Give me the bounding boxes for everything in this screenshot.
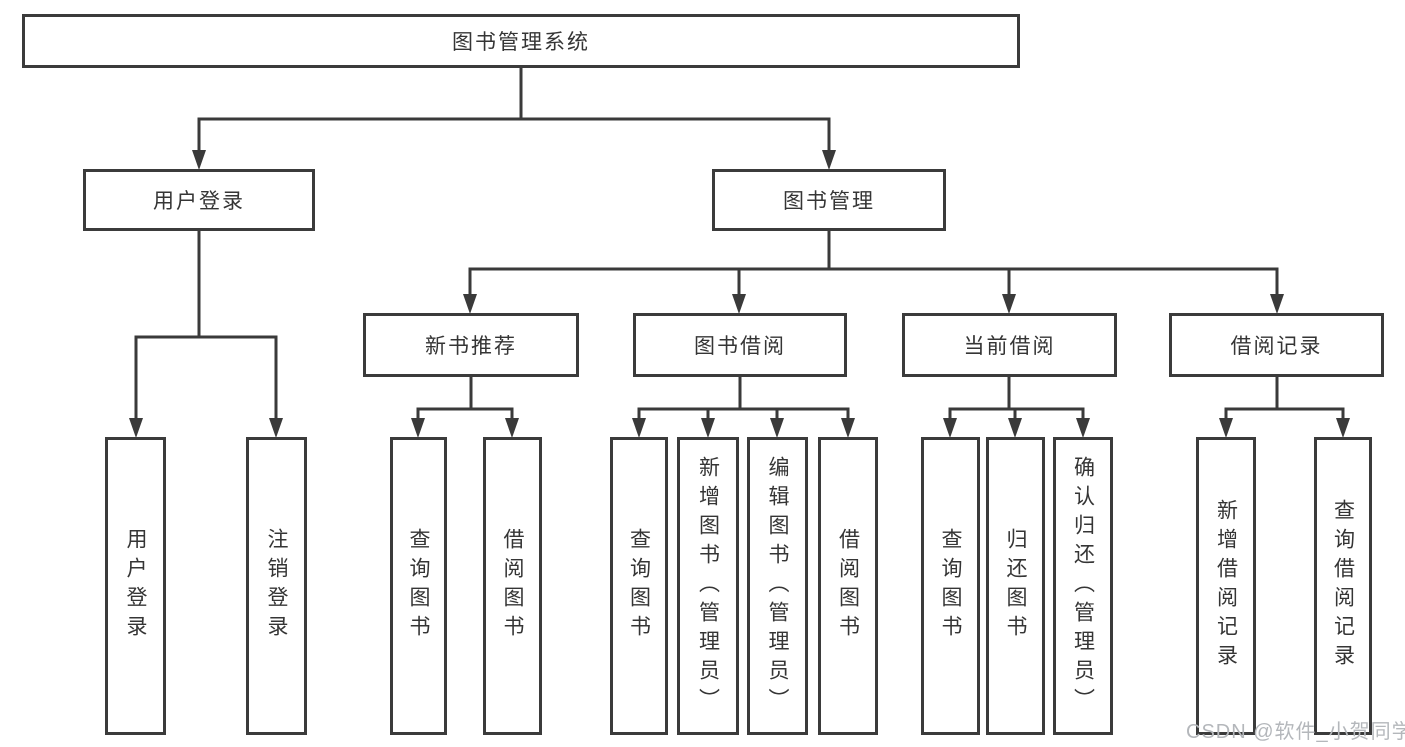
node-label: 当前借阅 bbox=[963, 335, 1056, 358]
node-label: 注销登录 bbox=[265, 528, 288, 644]
leaf-edit-books-admin: 编辑图书（管理员） bbox=[747, 437, 808, 735]
node-label: 用户登录 bbox=[153, 190, 245, 213]
node-label: 用户登录 bbox=[124, 528, 147, 644]
node-new-book-recommendation: 新书推荐 bbox=[363, 313, 579, 377]
node-label: 归还图书 bbox=[1004, 528, 1027, 644]
leaf-user-login: 用户登录 bbox=[105, 437, 166, 735]
node-label: 新书推荐 bbox=[425, 335, 517, 358]
node-book-management: 图书管理 bbox=[712, 169, 946, 231]
arrowhead-icon bbox=[411, 418, 425, 438]
node-label: 借阅图书 bbox=[836, 528, 860, 644]
node-label: 编辑图书（管理员） bbox=[766, 455, 789, 717]
leaf-query-books-recommend: 查询图书 bbox=[390, 437, 447, 735]
leaf-add-books-admin: 新增图书（管理员） bbox=[677, 437, 739, 735]
arrowhead-icon bbox=[822, 150, 836, 170]
arrowhead-icon bbox=[1002, 294, 1016, 314]
arrowhead-icon bbox=[192, 150, 206, 170]
leaf-query-books-current: 查询图书 bbox=[921, 437, 980, 735]
node-borrowing-records: 借阅记录 bbox=[1169, 313, 1384, 377]
leaf-add-borrow-record: 新增借阅记录 bbox=[1196, 437, 1256, 735]
arrowhead-icon bbox=[1008, 418, 1022, 438]
node-label: 查询图书 bbox=[939, 528, 962, 644]
leaf-confirm-return-admin: 确认归还（管理员） bbox=[1053, 437, 1113, 735]
node-label: 图书管理系统 bbox=[452, 31, 590, 54]
node-label: 确认归还（管理员） bbox=[1071, 455, 1095, 717]
node-label: 查询借阅记录 bbox=[1331, 499, 1355, 673]
node-label: 图书借阅 bbox=[694, 335, 786, 358]
node-label: 新增借阅记录 bbox=[1214, 499, 1238, 673]
arrowhead-icon bbox=[943, 418, 957, 438]
csdn-watermark: CSDN @软件_小贺同学 bbox=[1186, 721, 1405, 743]
arrowhead-icon bbox=[505, 418, 519, 438]
leaf-logout: 注销登录 bbox=[246, 437, 307, 735]
node-book-borrowing: 图书借阅 bbox=[633, 313, 847, 377]
arrowhead-icon bbox=[701, 418, 715, 438]
leaf-query-books-borrowing: 查询图书 bbox=[610, 437, 668, 735]
arrowhead-icon bbox=[770, 418, 784, 438]
node-label: 借阅图书 bbox=[501, 528, 524, 644]
leaf-return-books: 归还图书 bbox=[986, 437, 1045, 735]
arrowhead-icon bbox=[463, 294, 477, 314]
node-user-login-group: 用户登录 bbox=[83, 169, 315, 231]
node-current-borrowing: 当前借阅 bbox=[902, 313, 1117, 377]
node-label: 借阅记录 bbox=[1230, 335, 1323, 358]
node-label: 查询图书 bbox=[627, 528, 651, 644]
arrowhead-icon bbox=[269, 418, 283, 438]
node-label: 图书管理 bbox=[783, 190, 875, 213]
arrowhead-icon bbox=[1076, 418, 1090, 438]
arrowhead-icon bbox=[732, 294, 746, 314]
arrowhead-icon bbox=[1270, 294, 1284, 314]
node-label: 新增图书（管理员） bbox=[696, 455, 720, 717]
node-library-management-system: 图书管理系统 bbox=[22, 14, 1020, 68]
arrowhead-icon bbox=[1336, 418, 1350, 438]
leaf-query-borrow-record: 查询借阅记录 bbox=[1314, 437, 1372, 735]
leaf-borrow-books: 借阅图书 bbox=[818, 437, 878, 735]
arrowhead-icon bbox=[841, 418, 855, 438]
arrowhead-icon bbox=[632, 418, 646, 438]
node-label: 查询图书 bbox=[407, 528, 430, 644]
arrowhead-icon bbox=[129, 418, 143, 438]
leaf-borrow-books-recommend: 借阅图书 bbox=[483, 437, 542, 735]
arrowhead-icon bbox=[1219, 418, 1233, 438]
